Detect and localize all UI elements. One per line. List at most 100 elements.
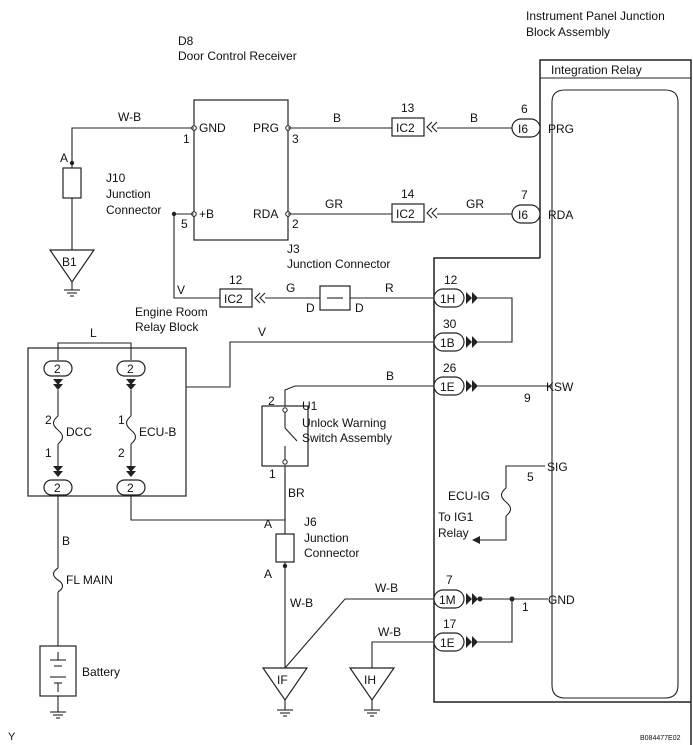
d8-code: D8 [178,34,194,48]
j10-name-1: Junction [106,187,151,201]
dcc-bottom-pin-label: 2 [54,481,61,495]
i6-pin-6: 6 [521,102,528,116]
j10-pin-a: A [60,151,68,165]
u1-pin-2: 2 [268,394,275,408]
connector-1b: 1B [440,336,455,350]
ground-if: W-B IF [261,581,434,717]
wire-w-b-top: W-B [118,110,141,124]
ecub-pin-2: 2 [118,446,125,460]
wire-b-ksw: B [386,369,394,383]
ground-b1: B1 [62,255,77,269]
j10-junction-connector: W-B A J10 Junction Connector B1 [48,110,194,297]
wire-r: R [385,281,394,295]
jb-connector-1e-17: 1E 17 [433,617,478,652]
integration-relay-label: Integration Relay [551,63,642,77]
ecub-bottom-pin-label: 2 [127,481,134,495]
relay-terminal-sig: SIG [547,460,568,474]
jb-1h-1b-link [478,297,513,343]
pin-sig-5: 5 [527,470,534,484]
d8-terminal-prg: PRG [253,121,279,135]
relay-terminal-ksw: KSW [546,380,574,394]
wire-gr-rda-right: GR [466,197,484,211]
u1-name-2: Switch Assembly [302,431,392,445]
ipjb-title-2: Block Assembly [526,25,610,39]
connector-1h: 1H [440,292,455,306]
u1-name-1: Unlock Warning [302,416,386,430]
wire-g: G [286,281,295,295]
dcc-top-pin-label: 2 [54,362,61,376]
battery-circuit: B FL MAIN Battery [39,495,120,719]
dcc-to-1b-wire: V [186,325,434,388]
engine-room-relay-block: L 2 2 2 1 DCC 1 2 ECU-B 2 2 [27,326,187,497]
relay-gnd-circuit: GND 1 [477,593,575,643]
connector-1e-17: 1E [440,636,455,650]
u1-code: U1 [302,399,318,413]
wire-gr-rda-left: GR [325,197,343,211]
u1-pin-1: 1 [269,467,276,481]
ic2-connector-12: IC2 [224,292,243,306]
i6-connector-6: I6 [518,122,528,136]
ic2-pin-12: 12 [229,273,243,287]
j10-name-2: Connector [106,203,161,217]
d8-name: Door Control Receiver [178,49,297,63]
j10-code: J10 [106,171,126,185]
wire-w-b-1e: W-B [378,625,401,639]
pin-gnd-1: 1 [522,600,529,614]
ecu-ig-circuit: SIG 5 ECU-IG To IG1 Relay [438,460,568,544]
connector-d-right: D [355,301,364,315]
ic2-connector-13: IC2 [396,121,415,135]
ecub-pin-1: 1 [118,413,125,427]
relay-terminal-rda: RDA [548,208,573,222]
ic2-pin-14: 14 [401,187,415,201]
wire-v-plus-b: V [177,283,185,297]
wire-br: BR [288,486,305,500]
to-ig1-label-1: To IG1 [438,510,474,524]
wire-b-battery: B [62,534,70,548]
ground-ih-label: IH [364,673,376,687]
wire-l: L [90,326,97,340]
d8-pin-1: 1 [183,132,190,146]
pin-1b-30: 30 [443,317,457,331]
wire-w-b-1m: W-B [375,581,398,595]
unlock-warning-switch: B 2 1 U1 Unlock Warning Switch Assembly [261,369,434,481]
erb-label-2: Relay Block [135,320,199,334]
jb-connector-1e-26: 1E 26 KSW 9 [433,361,574,405]
i6-connector-7: I6 [518,208,528,222]
connector-1e-26: 1E [440,380,455,394]
d8-pin-3: 3 [292,132,299,146]
prg-circuit: B IC2 13 B I6 6 PRG [288,101,574,138]
wire-w-b-if: W-B [290,596,313,610]
i6-pin-7: 7 [521,188,528,202]
j6-junction-connector: BR A A J6 Junction Connector W-B [264,466,359,668]
connector-d-left: D [306,301,315,315]
dcc-label: DCC [66,425,92,439]
d8-terminal-plus-b: +B [199,207,214,221]
pin-1h-12: 12 [444,273,458,287]
pin-ksw-9: 9 [524,391,531,405]
wire-b-prg-right: B [470,111,478,125]
ground-if-label: IF [277,673,288,687]
pin-1m-7: 7 [446,573,453,587]
j3-name: Junction Connector [287,257,390,271]
relay-terminal-prg: PRG [548,122,574,136]
dcc-pin-1: 1 [45,446,52,460]
j6-pin-a-top: A [264,517,272,531]
battery-label: Battery [82,665,120,679]
erb-label-1: Engine Room [135,305,208,319]
rda-circuit: GR IC2 14 GR I6 7 RDA J3 Junction Connec… [287,187,573,271]
dcc-pin-2: 2 [45,413,52,427]
d8-pin-5: 5 [181,217,188,231]
wire-v-1b: V [258,325,266,339]
d8-pin-2: 2 [292,217,299,231]
ic2-pin-13: 13 [401,101,415,115]
ipjb-title-1: Instrument Panel Junction [526,9,665,23]
ecu-b-label: ECU-B [139,425,176,439]
relay-terminal-gnd: GND [548,593,575,607]
jb-connector-1b: 1B 30 [433,317,478,352]
j6-name-1: Junction [304,531,349,545]
door-control-receiver: D8 Door Control Receiver GND PRG +B RDA … [178,34,299,241]
j6-name-2: Connector [304,546,359,560]
j6-code: J6 [304,515,317,529]
jb-connector-1m: 1M 7 [433,573,478,609]
